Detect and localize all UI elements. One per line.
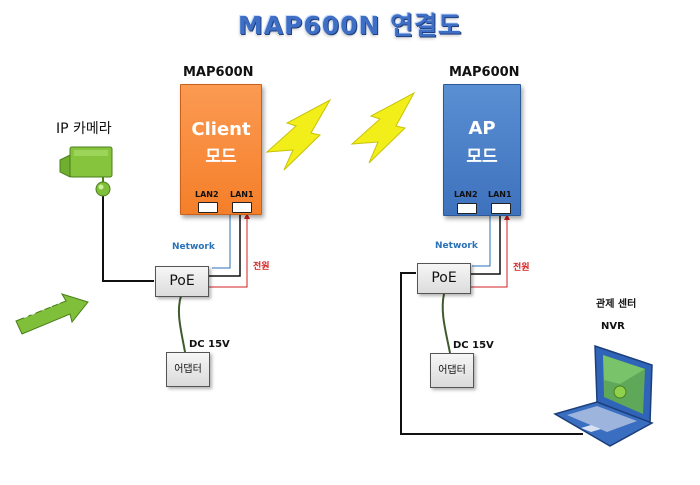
center-label: 관제 센터 [596, 299, 637, 310]
ap-lan1-port [491, 203, 511, 214]
right-network-line [472, 213, 491, 267]
right-poe-injector: PoE [417, 263, 471, 294]
ap-lan1-label: LAN1 [488, 190, 512, 199]
ap-lan2-label: LAN2 [454, 190, 478, 199]
client-lan2-label: LAN2 [195, 190, 219, 199]
camera-label: IP 카메라 [56, 121, 112, 137]
left-dc-cable [177, 295, 186, 353]
left-adapter: 어댑터 [166, 352, 210, 387]
client-mode-line1: Client [191, 119, 251, 140]
client-mode-line2: 모드 [205, 147, 237, 167]
client-device: Client 모드 LAN2 LAN1 [180, 84, 262, 215]
right-power-line [470, 218, 508, 288]
left-network-label: Network [172, 242, 215, 252]
right-power-label: 전원 [513, 263, 530, 273]
left-device-model: MAP600N [183, 65, 254, 80]
client-lan1-port [232, 202, 252, 213]
nvr-label: NVR [601, 321, 625, 332]
left-lan-cable [208, 208, 241, 277]
right-lan-cable [470, 208, 501, 275]
left-dc-label: DC 15V [189, 339, 230, 350]
right-adapter: 어댑터 [430, 353, 474, 388]
left-network-line [212, 213, 231, 269]
right-device-model: MAP600N [449, 65, 520, 80]
wireless-lightning-left [265, 98, 332, 171]
left-poe-injector: PoE [155, 266, 209, 297]
ap-device: AP 모드 LAN2 LAN1 [443, 84, 521, 216]
left-power-line [208, 217, 248, 288]
left-power-label: 전원 [253, 262, 270, 272]
ap-mode-line2: 모드 [466, 147, 498, 167]
ap-lan2-port [457, 203, 477, 214]
client-lan1-label: LAN1 [230, 190, 254, 199]
ip-camera-icon [59, 146, 113, 197]
right-dc-label: DC 15V [453, 340, 494, 351]
poe-to-nvr-cable [400, 272, 583, 435]
client-lan2-port [198, 202, 218, 213]
right-dc-cable [441, 293, 451, 354]
camera-to-poe-cable [102, 195, 154, 282]
nvr-laptop-icon [553, 344, 654, 447]
wireless-lightning-right [350, 91, 416, 164]
ap-mode-line1: AP [468, 118, 496, 139]
page-title: MAP600N 연결도 [237, 11, 463, 40]
video-data-arrow [15, 293, 89, 335]
right-network-label: Network [435, 241, 478, 251]
